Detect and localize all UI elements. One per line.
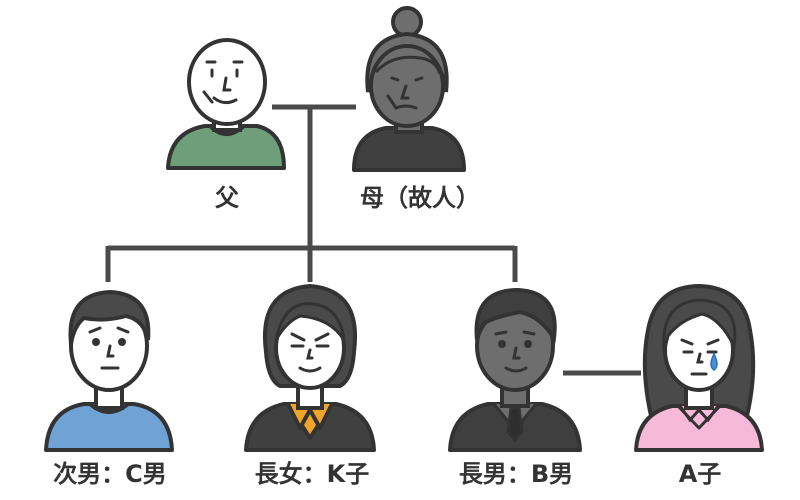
eldest-son-hair — [474, 287, 557, 344]
a-ko-figure — [634, 284, 764, 452]
second-son-hair — [68, 289, 151, 345]
mother-hair-bun — [391, 6, 423, 38]
second-son-body — [44, 402, 174, 452]
second-son-figure — [44, 289, 174, 452]
eldest-daughter-label: 長女：K子 — [254, 460, 370, 488]
mother-label: 母（故人） — [360, 184, 480, 212]
eldest-son-tie — [506, 406, 524, 442]
eldest-son-label: 長男：B男 — [458, 460, 574, 488]
eldest-daughter-figure — [244, 283, 376, 452]
mother-figure — [352, 6, 466, 172]
father-label: 父 — [215, 184, 239, 212]
mother-body — [352, 126, 466, 172]
eldest-son-figure — [448, 287, 582, 452]
a-ko-label: A子 — [678, 460, 722, 488]
a-ko-tear-icon — [710, 352, 718, 371]
father-figure — [166, 38, 286, 170]
second-son-label: 次男：C男 — [53, 460, 167, 488]
father-head — [187, 38, 267, 126]
